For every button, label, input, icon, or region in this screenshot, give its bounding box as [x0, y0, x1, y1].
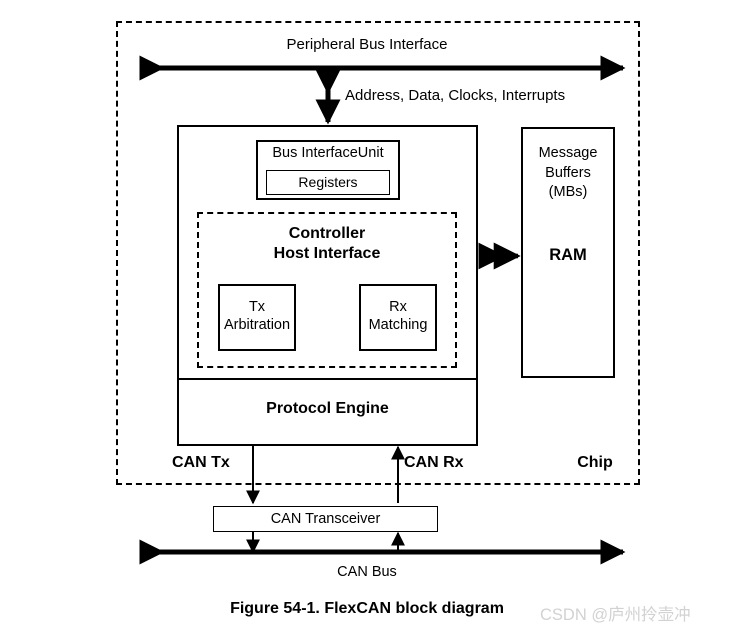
registers-label: Registers — [298, 174, 358, 190]
message-buffers-ram-box — [521, 127, 615, 378]
mb-label-line1: Message — [538, 145, 598, 161]
registers-box — [266, 170, 390, 195]
bus-interface-unit-label: Bus InterfaceUnit — [272, 145, 384, 161]
figure-caption: Figure 54-1. FlexCAN block diagram — [0, 600, 734, 618]
can-bus-label: CAN Bus — [337, 564, 397, 580]
rx-label-line1: Rx — [389, 299, 407, 315]
can-transceiver-label: CAN Transceiver — [270, 511, 381, 527]
bus-signals-label: Address, Data, Clocks, Interrupts — [345, 87, 566, 104]
mb-label-line2: Buffers — [545, 164, 591, 181]
chi-label-line1: Controller — [288, 225, 366, 242]
protocol-engine-label: Protocol Engine — [266, 400, 389, 417]
can-tx-label: CAN Tx — [172, 454, 230, 471]
chip-label: Chip — [577, 454, 613, 471]
chip-boundary — [116, 21, 640, 485]
message-buffers-label: Message Buffers (MBs) — [521, 144, 615, 203]
figure-caption-text: Figure 54-1. FlexCAN block diagram — [230, 600, 504, 617]
protocol-engine-divider — [177, 378, 478, 380]
rx-label-line2: Matching — [368, 317, 428, 334]
csdn-watermark: CSDN @庐州拎壶冲 — [540, 606, 691, 624]
rx-matching-label: Rx Matching — [359, 298, 437, 334]
mb-label-line3: (MBs) — [548, 184, 588, 201]
tx-label-line1: Tx — [248, 299, 266, 315]
rx-matching-box — [359, 284, 437, 351]
tx-label-line2: Arbitration — [223, 317, 291, 334]
can-transceiver-box — [213, 506, 438, 532]
tx-arbitration-box — [218, 284, 296, 351]
can-rx-label: CAN Rx — [404, 454, 464, 471]
ram-label: RAM — [549, 246, 587, 264]
controller-host-interface-label: Controller Host Interface — [197, 224, 457, 265]
tx-arbitration-label: Tx Arbitration — [218, 298, 296, 334]
chi-label-line2: Host Interface — [273, 245, 381, 263]
peripheral-bus-interface-label: Peripheral Bus Interface — [286, 36, 448, 53]
